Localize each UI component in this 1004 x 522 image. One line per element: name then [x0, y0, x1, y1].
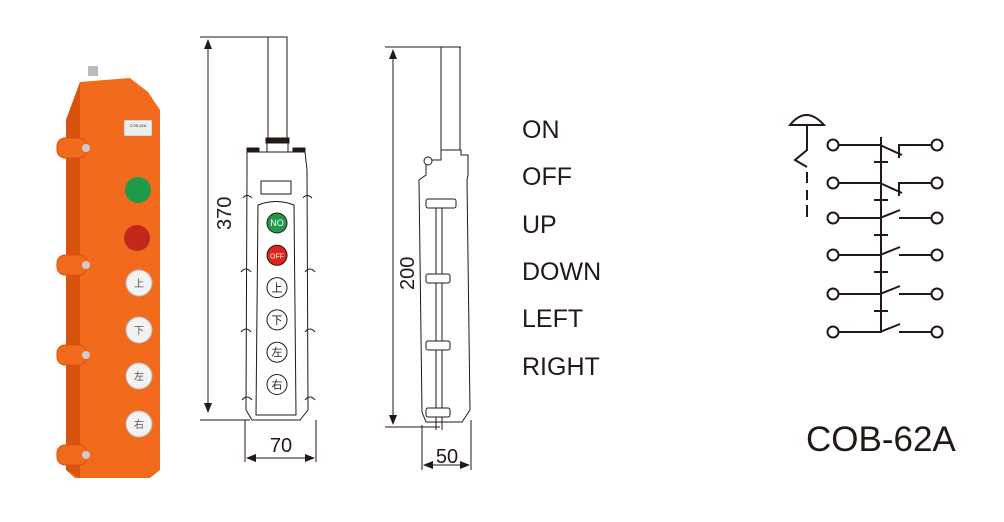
photo-button-label: 下: [134, 326, 144, 337]
front-button-5: [266, 374, 288, 395]
front-button-4: [266, 341, 288, 363]
terminal-icon: [826, 176, 840, 190]
terminal-icon: [930, 176, 944, 190]
no-contact: [879, 209, 931, 219]
terminal-icon: [930, 211, 944, 225]
terminal-icon: [930, 325, 944, 339]
side-height-dimension-label: 200: [397, 257, 419, 290]
function-label: OFF: [522, 163, 572, 192]
terminal-icon: [930, 248, 944, 262]
screw-icon: [82, 351, 90, 359]
terminal-icon: [826, 248, 840, 262]
front-button-label: 左: [272, 346, 283, 359]
terminal-icon: [826, 138, 840, 152]
front-button-label: OFF: [270, 253, 284, 260]
terminal-icon: [826, 287, 840, 301]
emergency-stop-mushroom-icon: [787, 114, 827, 126]
terminal-icon: [826, 325, 840, 339]
front-button-2: [266, 277, 288, 299]
photo-button-label: 上: [134, 278, 144, 290]
photo-white-button: [125, 269, 153, 297]
depth-dimension-label: 50: [436, 446, 458, 468]
terminal-icon: [930, 138, 944, 152]
front-button-1: [266, 244, 288, 266]
height-dimension-label: 370: [214, 197, 236, 230]
function-label: ON: [522, 116, 560, 144]
front-button-3: [266, 309, 288, 331]
nc-contact: [879, 182, 931, 196]
screw-icon: [82, 261, 90, 269]
front-button-label: 下: [272, 315, 283, 327]
photo-white-button: [125, 410, 153, 438]
function-label: DOWN: [522, 257, 602, 286]
front-button-label: NO: [270, 218, 284, 228]
nameplate: [123, 119, 153, 137]
nameplate-text: COB 62A: [130, 123, 147, 128]
screw-icon: [82, 144, 90, 152]
photo-green-button: [125, 177, 151, 203]
front-button-label: 右: [272, 378, 283, 392]
front-button-0: [266, 212, 288, 234]
function-label: LEFT: [522, 305, 584, 334]
front-button-label: 上: [272, 282, 283, 295]
no-contact: [879, 246, 931, 256]
photo-white-button: [125, 362, 153, 390]
cable-gland: [88, 66, 98, 76]
width-dimension-label: 70: [270, 435, 292, 457]
model-number: COB-62A: [806, 420, 956, 459]
no-contact: [879, 323, 931, 333]
nc-contact: [879, 144, 931, 158]
photo-button-label: 左: [134, 370, 144, 383]
wiring-schematic: [787, 114, 944, 339]
no-contact: [879, 285, 931, 295]
function-label: RIGHT: [522, 352, 600, 381]
photo-button-label: 右: [134, 418, 144, 431]
terminal-icon: [930, 287, 944, 301]
photo-white-button: [125, 316, 153, 344]
screw-icon: [82, 451, 90, 459]
function-label: UP: [522, 210, 557, 239]
photo-red-button: [124, 225, 150, 251]
terminal-icon: [826, 211, 840, 225]
side-view: [385, 46, 472, 470]
